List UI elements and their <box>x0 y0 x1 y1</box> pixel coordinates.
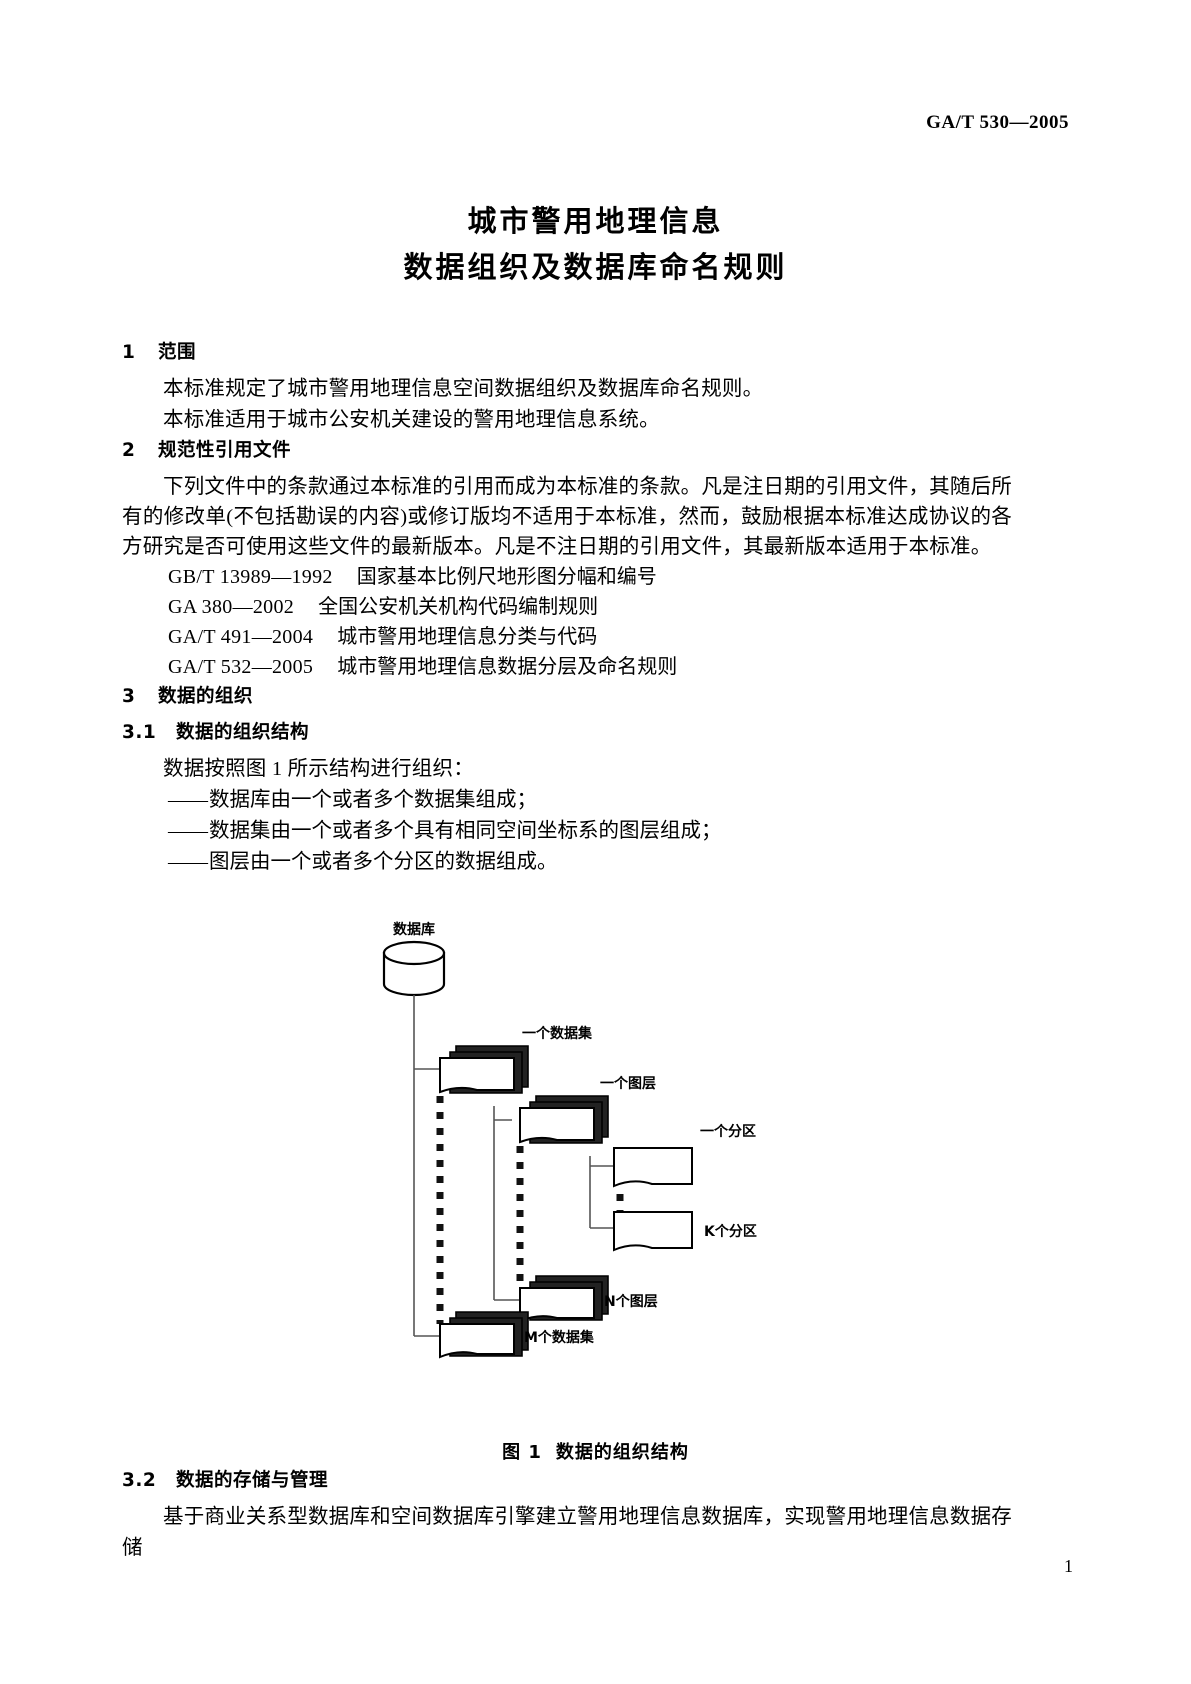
bullet-text: 图层由一个或者多个分区的数据组成。 <box>209 851 558 873</box>
section-3-1-paragraph-1: 数据按照图 1 所示结构进行组织： <box>163 758 474 780</box>
section-2-paragraph-1: 下列文件中的条款通过本标准的引用而成为本标准的条款。凡是注日期的引用文件，其随后… <box>122 476 1012 558</box>
bullet-item: ——图层由一个或者多个分区的数据组成。 <box>122 847 1012 878</box>
title-line-1: 城市警用地理信息 <box>467 204 724 238</box>
connector-lines <box>413 1029 614 1337</box>
reference-title: 国家基本比例尺地形图分幅和编号 <box>356 566 657 588</box>
section-2-number: 2 <box>122 440 136 461</box>
figure-label-n-layers: N个图层 <box>604 1293 658 1310</box>
figure-label-m-datasets: M个数据集 <box>524 1329 595 1346</box>
section-3-1-number: 3.1 <box>122 722 157 743</box>
section-1-paragraph-2: 本标准适用于城市公安机关建设的警用地理信息系统。 <box>163 409 660 431</box>
bullet-text: 数据库由一个或者多个数据集组成； <box>209 789 537 811</box>
document-body: 1 范围 本标准规定了城市警用地理信息空间数据组织及数据库命名规则。 本标准适用于… <box>122 338 1012 878</box>
section-3-1-title: 数据的组织结构 <box>176 722 310 743</box>
reference-item: GA/T 532—2005 城市警用地理信息数据分层及命名规则 <box>122 652 1012 682</box>
section-3-title: 数据的组织 <box>158 686 254 707</box>
bullet-text: 数据集由一个或者多个具有相同空间坐标系的图层组成； <box>209 820 722 842</box>
one-dataset-shape <box>439 1045 529 1094</box>
ellipsis-dotted-lines <box>436 1096 624 1324</box>
section-heading-3-2: 3.2 数据的存储与管理 <box>122 1466 1012 1496</box>
one-layer-shape <box>519 1095 609 1144</box>
document-body-tail: 3.2 数据的存储与管理 基于商业关系型数据库和空间数据库引擎建立警用地理信息数据… <box>122 1466 1012 1564</box>
section-1-paragraph-1: 本标准规定了城市警用地理信息空间数据组织及数据库命名规则。 <box>163 378 764 400</box>
reference-code: GA/T 491—2004 <box>168 626 314 648</box>
reference-title: 城市警用地理信息数据分层及命名规则 <box>337 656 678 678</box>
section-heading-3-1: 3.1 数据的组织结构 <box>122 718 1012 748</box>
section-3-number: 3 <box>122 686 136 707</box>
database-cylinder-shape <box>382 940 446 1029</box>
section-3-2-number: 3.2 <box>122 1470 157 1491</box>
reference-code: GB/T 13989—1992 <box>168 566 333 588</box>
section-heading-3: 3 数据的组织 <box>122 682 1012 712</box>
reference-code: GA 380—2002 <box>168 596 295 618</box>
organization-bullet-list: ——数据库由一个或者多个数据集组成； ——数据集由一个或者多个具有相同空间坐标系… <box>122 785 1012 878</box>
reference-code: GA/T 532—2005 <box>168 656 314 678</box>
document-title: 城市警用地理信息 数据组织及数据库命名规则 <box>0 198 1191 290</box>
n-layers-shape <box>519 1275 609 1323</box>
section-3-2-paragraph-1: 基于商业关系型数据库和空间数据库引擎建立警用地理信息数据库，实现警用地理信息数据… <box>122 1506 1012 1559</box>
figure-label-k-partitions: K个分区 <box>704 1223 757 1240</box>
figure-label-one-partition: 一个分区 <box>700 1123 756 1140</box>
figure-label-database: 数据库 <box>393 921 435 938</box>
one-partition-shape <box>613 1147 693 1188</box>
figure-1-caption: 图 1 数据的组织结构 <box>0 1438 1191 1464</box>
section-3-2-title: 数据的存储与管理 <box>176 1470 329 1491</box>
title-line-2: 数据组织及数据库命名规则 <box>403 250 788 284</box>
bullet-item: ——数据集由一个或者多个具有相同空间坐标系的图层组成； <box>122 816 1012 847</box>
em-dash-marker: —— <box>168 789 208 811</box>
reference-item: GA/T 491—2004 城市警用地理信息分类与代码 <box>122 622 1012 652</box>
m-datasets-shape <box>439 1311 529 1359</box>
section-heading-1: 1 范围 <box>122 338 1012 368</box>
reference-item: GB/T 13989—1992 国家基本比例尺地形图分幅和编号 <box>122 562 1012 592</box>
figure-caption-number: 图 1 <box>502 1442 542 1463</box>
reference-title: 全国公安机关机构代码编制规则 <box>318 596 599 618</box>
section-1-title: 范围 <box>158 342 197 363</box>
page-number: 1 <box>1064 1556 1073 1576</box>
document-header-standard-id: GA/T 530—2005 <box>926 112 1069 133</box>
figure-label-one-layer: 一个图层 <box>600 1075 656 1092</box>
em-dash-marker: —— <box>168 851 208 873</box>
em-dash-marker: —— <box>168 820 208 842</box>
reference-title: 城市警用地理信息分类与代码 <box>337 626 598 648</box>
figure-1-svg: 数据库 一个数据集 一个图层 一个分区 <box>382 921 757 1359</box>
figure-label-one-dataset: 一个数据集 <box>522 1025 593 1042</box>
figure-1-data-organization-structure: 数据库 一个数据集 一个图层 一个分区 <box>122 906 1012 1366</box>
section-2-title: 规范性引用文件 <box>158 440 292 461</box>
reference-item: GA 380—2002 全国公安机关机构代码编制规则 <box>122 592 1012 622</box>
normative-references-list: GB/T 13989—1992 国家基本比例尺地形图分幅和编号 GA 380—20… <box>122 562 1012 682</box>
bullet-item: ——数据库由一个或者多个数据集组成； <box>122 785 1012 816</box>
section-1-number: 1 <box>122 342 136 363</box>
k-partitions-shape <box>613 1211 693 1252</box>
figure-caption-text: 数据的组织结构 <box>555 1442 689 1463</box>
section-heading-2: 2 规范性引用文件 <box>122 436 1012 466</box>
